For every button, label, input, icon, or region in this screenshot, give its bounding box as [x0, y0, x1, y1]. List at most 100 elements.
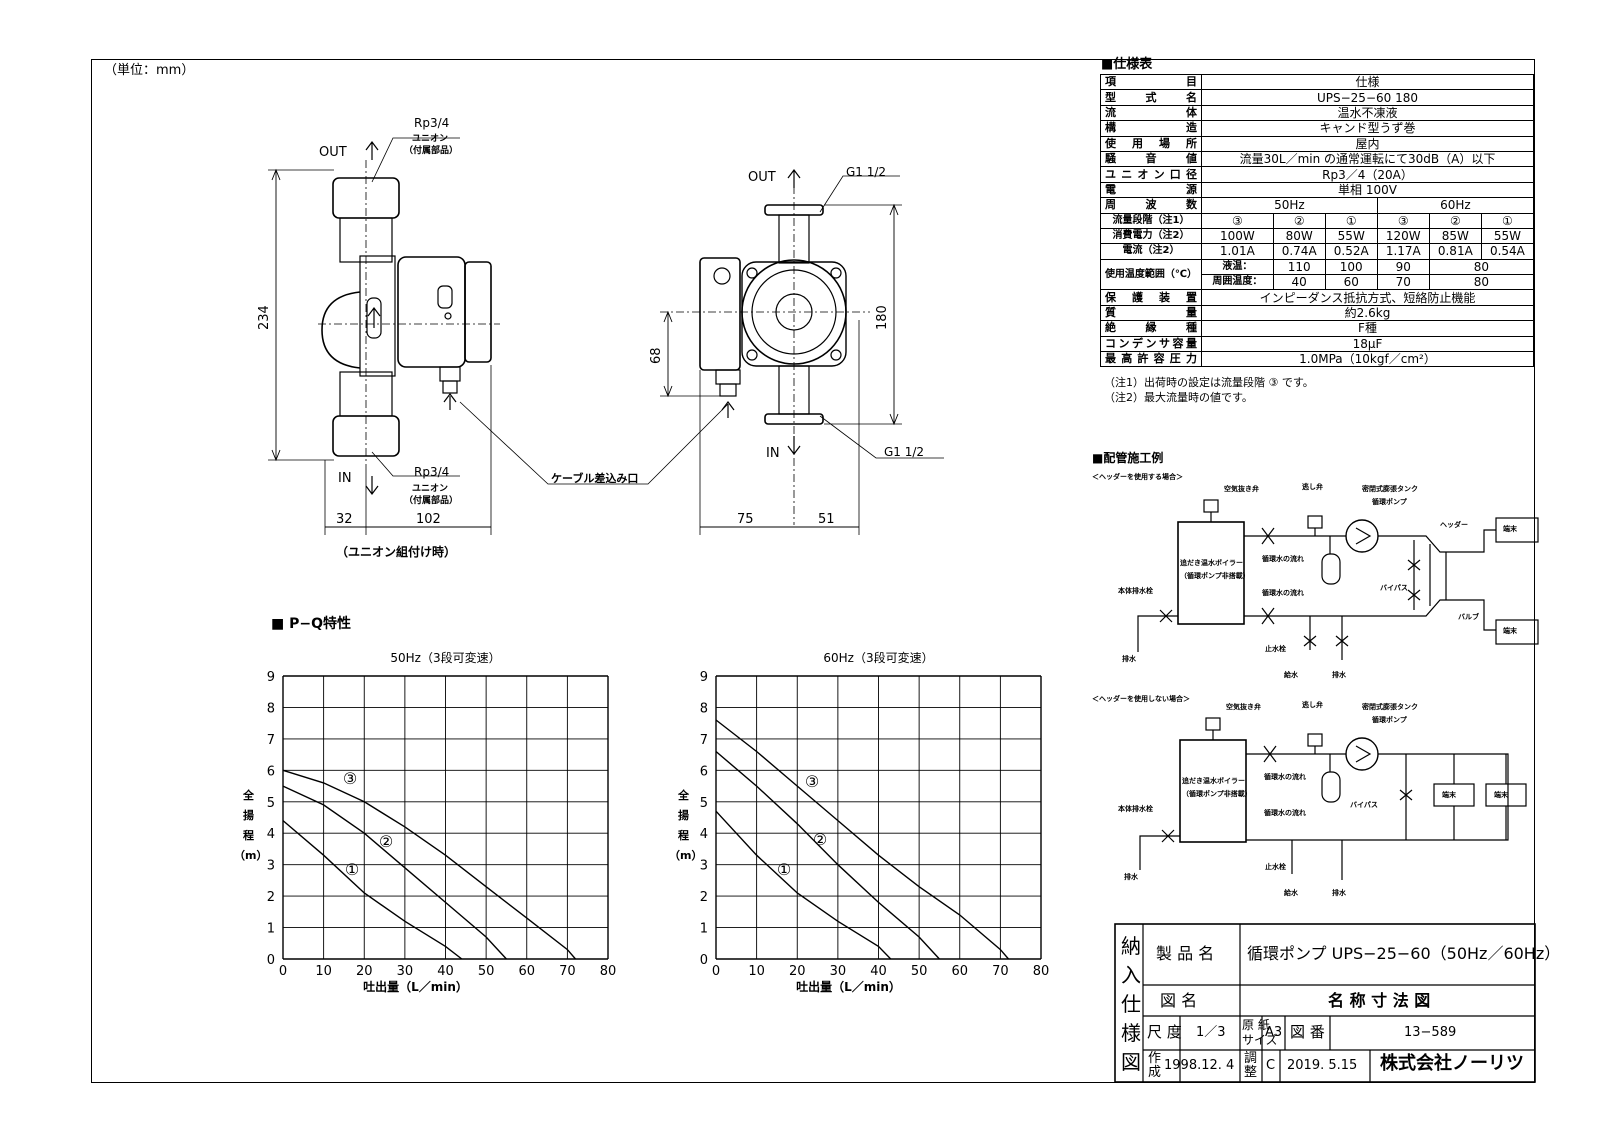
pipe2-flow-top: 循環水の流れ: [1264, 773, 1306, 781]
pump-right-body: [660, 169, 944, 535]
chart-series-label: ③: [805, 772, 819, 791]
pipe1-terminal-bottom: 端末: [1503, 627, 1517, 635]
adjust-label-1: 調: [1244, 1051, 1258, 1066]
revision-date: 2019. 5.15: [1287, 1058, 1358, 1073]
chart-x-tick: 0: [712, 964, 720, 979]
spec-key: 保護装置: [1100, 289, 1202, 306]
chart-x-tick: 70: [559, 964, 576, 979]
pq-heading: ■ P−Q特性: [271, 616, 351, 632]
right-out-label: OUT: [748, 170, 776, 185]
right-dim-51: 51: [818, 512, 835, 527]
pipe2-bypass: バイパス: [1350, 801, 1378, 809]
pipe2-supply: 給水: [1284, 889, 1298, 897]
spec-row: 流体温水不凍液: [1100, 104, 1534, 122]
chart-y-tick: 1: [267, 922, 275, 937]
left-out-label: OUT: [319, 145, 347, 160]
right-g-bottom: G1 1/2: [884, 445, 925, 459]
chart-y-tick: 8: [267, 701, 275, 716]
pipe1-tank: 密閉式膨張タンク: [1362, 485, 1418, 493]
pipe1-flow-bottom: 循環水の流れ: [1262, 589, 1304, 597]
left-dim-32: 32: [336, 512, 353, 527]
pq1-ylabel-1: 全: [243, 789, 254, 802]
pipe2-drain-right: 排水: [1332, 889, 1346, 897]
pq2-ylabel-3: 程: [678, 829, 689, 842]
chart-series-line: [715, 750, 940, 960]
spec-value: キャンド型うず巻: [1201, 120, 1534, 137]
left-caption: （ユニオン組付け時）: [336, 545, 457, 559]
right-dim-75: 75: [737, 512, 754, 527]
left-union-bottom-1: ユニオン: [412, 484, 449, 494]
product-label: 製 品 名: [1156, 944, 1215, 963]
left-union-bottom-2: （付属部品）: [404, 496, 459, 506]
pipe1-relief-valve: 逃し弁: [1302, 483, 1323, 491]
chart-x-tick: 40: [437, 964, 454, 979]
spec-row: 質量約2.6kg: [1100, 304, 1534, 322]
spec-key: 質量: [1100, 304, 1202, 322]
pipe1-boiler-1: 追だき温水ボイラー: [1180, 559, 1243, 567]
piping-case2-lines: [1139, 717, 1527, 880]
pipe2-boiler-1: 追だき温水ボイラー: [1182, 777, 1245, 785]
pipe2-pump: 循環ポンプ: [1372, 716, 1407, 724]
pipe1-terminal-top: 端末: [1503, 525, 1517, 533]
chart-series-line: [715, 810, 892, 960]
pipe2-relief-valve: 逃し弁: [1302, 701, 1323, 709]
left-union-top-2: （付属部品）: [404, 146, 459, 156]
chart-series-label: ②: [379, 832, 393, 851]
chart-y-tick: 2: [700, 890, 708, 905]
spec-value: インピーダンス抵抗方式、短絡防止機能: [1201, 289, 1534, 306]
chart-x-tick: 60: [951, 964, 968, 979]
pipe2-stop-valve: 止水栓: [1265, 863, 1286, 871]
cable-entry-label: ケーブル差込み口: [551, 472, 639, 485]
title-side: 納 入 仕 様 図: [1121, 934, 1141, 1074]
chart-title: 50Hz（3段可変速）: [390, 650, 500, 665]
created-label-1: 作: [1148, 1051, 1162, 1066]
chart-title: 60Hz（3段可変速）: [823, 650, 933, 665]
chart-y-tick: 0: [700, 953, 708, 968]
spec-value: 1.0MPa（10kgf／cm²）: [1201, 351, 1534, 368]
left-in-label: IN: [338, 471, 352, 486]
chart-y-tick: 0: [267, 953, 275, 968]
spec-key: ユニオン口径: [1100, 166, 1202, 183]
pipe1-stop-valve: 止水栓: [1265, 645, 1286, 653]
chart-y-tick: 3: [700, 859, 708, 874]
spec-value: 18μF: [1201, 335, 1534, 353]
piping-case1-lines: [1137, 499, 1539, 660]
chart-series-line: [282, 769, 577, 960]
chart-series-label: ③: [343, 769, 357, 788]
chart-y-tick: 5: [267, 796, 275, 811]
spec-key: 最高許容圧力: [1100, 351, 1202, 368]
chart-y-tick: 6: [267, 764, 275, 779]
chart-y-tick: 3: [267, 859, 275, 874]
chart-series-label: ②: [813, 830, 827, 849]
pipe1-drain-right: 排水: [1332, 671, 1346, 679]
piping-heading: ■配管施工例: [1092, 451, 1164, 465]
number-value: 13−589: [1404, 1025, 1457, 1040]
company-name: 株式会社ノーリツ: [1380, 1053, 1524, 1074]
number-label: 図 番: [1290, 1023, 1325, 1041]
chart-x-tick: 60: [518, 964, 535, 979]
pipe1-boiler-2: （循環ポンプ非搭載）: [1180, 572, 1250, 580]
chart-y-tick: 9: [700, 670, 708, 685]
pq1-ylabel-4: （m）: [234, 849, 268, 862]
chart-x-tick: 20: [356, 964, 373, 979]
pq1-ylabel-2: 揚: [243, 809, 254, 822]
chart-x-tick: 80: [1033, 964, 1050, 979]
pq2-ylabel-2: 揚: [678, 809, 689, 822]
pipe2-drain-valve: 本体排水栓: [1118, 805, 1153, 813]
chart-y-tick: 5: [700, 796, 708, 811]
product-name: 循環ポンプ UPS−25−60（50Hz／60Hz）: [1247, 944, 1561, 963]
pq1-ylabel-3: 程: [243, 829, 254, 842]
chart-x-tick: 0: [279, 964, 287, 979]
pipe1-flow-top: 循環水の流れ: [1262, 555, 1304, 563]
pipe1-bypass: バイパス: [1380, 584, 1408, 592]
